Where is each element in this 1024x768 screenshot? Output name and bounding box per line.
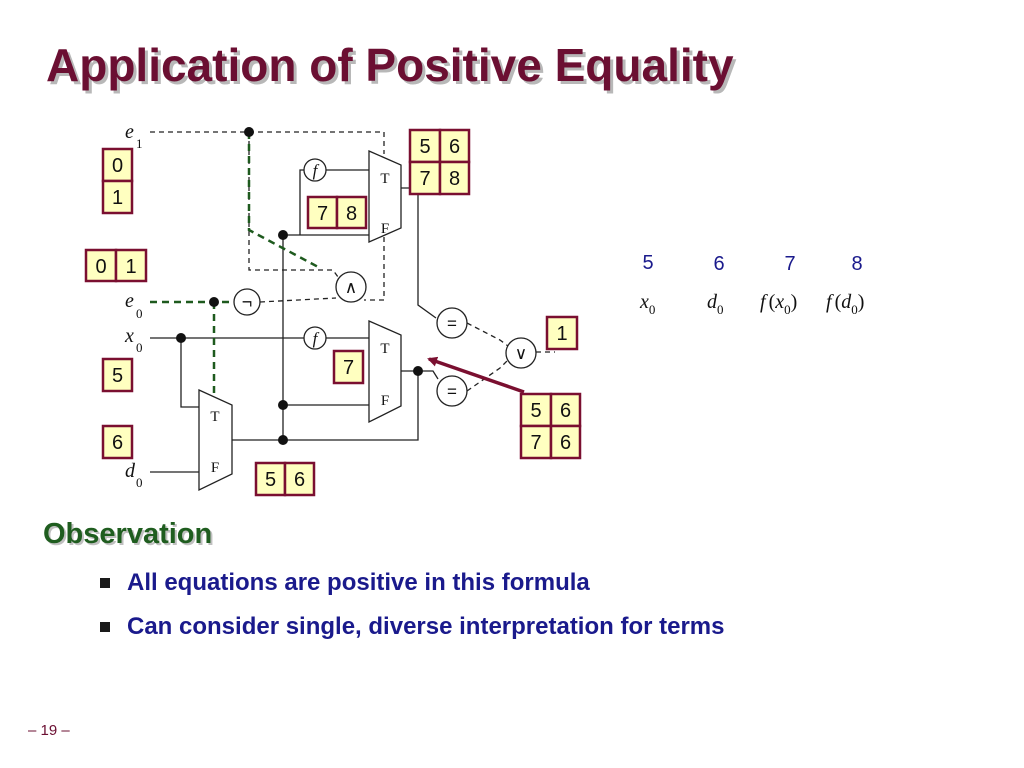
interpretation-value: 8 bbox=[851, 253, 862, 275]
svg-text:1: 1 bbox=[556, 323, 567, 345]
svg-text:0: 0 bbox=[112, 155, 123, 177]
svg-text:7: 7 bbox=[343, 357, 354, 379]
observation-heading: Observation bbox=[43, 518, 213, 550]
input-label-x0: x 0 bbox=[124, 325, 143, 355]
svg-text:1: 1 bbox=[112, 187, 123, 209]
or-gate: ∨ bbox=[505, 337, 537, 369]
svg-text:x: x bbox=[124, 325, 134, 347]
mux-top: T F bbox=[368, 150, 402, 243]
svg-text:7: 7 bbox=[317, 203, 328, 225]
svg-text:0: 0 bbox=[136, 475, 143, 490]
svg-text:6: 6 bbox=[294, 469, 305, 491]
mux-top-f-label: F bbox=[381, 221, 389, 237]
interpretation-terms: x0 d0 f(x0) f(d0) bbox=[639, 291, 864, 317]
svg-text:5: 5 bbox=[265, 469, 276, 491]
and-gate-label: ∧ bbox=[345, 278, 357, 297]
bullet-text: Can consider single, diverse interpretat… bbox=[127, 613, 725, 640]
svg-text:5: 5 bbox=[419, 136, 430, 158]
f-gate-top: f bbox=[303, 158, 327, 182]
value-box-mux-top: 5 6 7 8 bbox=[408, 128, 471, 196]
value-box-f-middle: 7 bbox=[332, 349, 365, 385]
svg-text:1: 1 bbox=[136, 136, 143, 151]
svg-text:7: 7 bbox=[419, 168, 430, 190]
square-bullet-icon bbox=[100, 578, 110, 588]
eq-gate-bottom: = bbox=[436, 375, 468, 407]
mux-bottom-f-label: F bbox=[211, 460, 219, 476]
observation-bullets: All equations are positive in this formu… bbox=[100, 565, 725, 653]
and-gate: ∧ bbox=[335, 271, 367, 303]
value-box-e0: 0 1 bbox=[84, 248, 148, 283]
svg-text:5: 5 bbox=[530, 400, 541, 422]
dashed-wires bbox=[150, 131, 555, 392]
dashed-green-wires bbox=[150, 132, 321, 398]
pointer-arrow bbox=[427, 356, 525, 394]
interpretation-values: 5 6 7 8 bbox=[642, 252, 862, 275]
mux-bottom-t-label: T bbox=[210, 409, 219, 425]
eq-gate-bottom-label: = bbox=[447, 382, 457, 401]
term-f-d0: f(d0) bbox=[826, 291, 864, 317]
value-box-x0: 5 bbox=[101, 357, 134, 393]
interpretation-value: 7 bbox=[784, 253, 795, 275]
svg-text:0: 0 bbox=[136, 340, 143, 355]
svg-text:d: d bbox=[125, 460, 136, 482]
value-box-mux-bottom: 5 6 bbox=[254, 461, 316, 497]
svg-text:0: 0 bbox=[95, 256, 106, 278]
value-box-output: 1 bbox=[545, 315, 579, 351]
term-x0: x0 bbox=[639, 291, 655, 317]
svg-text:1: 1 bbox=[125, 256, 136, 278]
not-gate: ¬ bbox=[233, 288, 261, 316]
mux-middle-t-label: T bbox=[380, 341, 389, 357]
f-gate-middle: f bbox=[303, 326, 327, 350]
value-box-e1: 0 1 bbox=[101, 147, 134, 215]
svg-text:8: 8 bbox=[449, 168, 460, 190]
svg-text:6: 6 bbox=[560, 432, 571, 454]
input-label-e1: e 1 bbox=[125, 121, 143, 151]
svg-text:e: e bbox=[125, 121, 134, 143]
or-gate-label: ∨ bbox=[515, 344, 527, 363]
bullet-item: All equations are positive in this formu… bbox=[100, 565, 725, 609]
page-number: – 19 – bbox=[28, 722, 70, 739]
svg-text:6: 6 bbox=[560, 400, 571, 422]
svg-text:8: 8 bbox=[346, 203, 357, 225]
svg-text:0: 0 bbox=[136, 306, 143, 321]
mux-bottom: T F bbox=[198, 388, 233, 492]
interpretation-value: 5 bbox=[642, 252, 653, 274]
term-d0: d0 bbox=[707, 291, 724, 317]
mux-top-t-label: T bbox=[380, 171, 389, 187]
bullet-text: All equations are positive in this formu… bbox=[127, 569, 590, 596]
svg-text:6: 6 bbox=[449, 136, 460, 158]
eq-gate-top-label: = bbox=[447, 314, 457, 333]
svg-text:e: e bbox=[125, 290, 134, 312]
slide-title: Application of Positive Equality bbox=[46, 39, 734, 91]
value-box-d0: 6 bbox=[101, 424, 134, 460]
value-box-f-top: 7 8 bbox=[306, 195, 368, 230]
mux-middle-f-label: F bbox=[381, 393, 389, 409]
circuit-diagram: f f ¬ ∧ = = ∨ T F T F T F e 1 bbox=[84, 121, 864, 497]
input-label-e0: e 0 bbox=[125, 290, 143, 321]
f-gate-top-label: f bbox=[313, 161, 320, 180]
solid-wires bbox=[150, 169, 439, 473]
eq-gate-top: = bbox=[436, 307, 468, 339]
interpretation-value: 6 bbox=[713, 253, 724, 275]
mux-middle: T F bbox=[368, 320, 402, 424]
svg-text:7: 7 bbox=[530, 432, 541, 454]
square-bullet-icon bbox=[100, 622, 110, 632]
bullet-item: Can consider single, diverse interpretat… bbox=[100, 609, 725, 653]
term-f-x0: f(x0) bbox=[760, 291, 797, 317]
value-box-mux-middle: 5 6 7 6 bbox=[519, 392, 582, 460]
junction-dots bbox=[176, 127, 423, 445]
f-gate-middle-label: f bbox=[313, 329, 320, 348]
not-gate-label: ¬ bbox=[242, 292, 253, 312]
svg-text:5: 5 bbox=[112, 365, 123, 387]
input-label-d0: d 0 bbox=[125, 460, 143, 490]
svg-text:6: 6 bbox=[112, 432, 123, 454]
